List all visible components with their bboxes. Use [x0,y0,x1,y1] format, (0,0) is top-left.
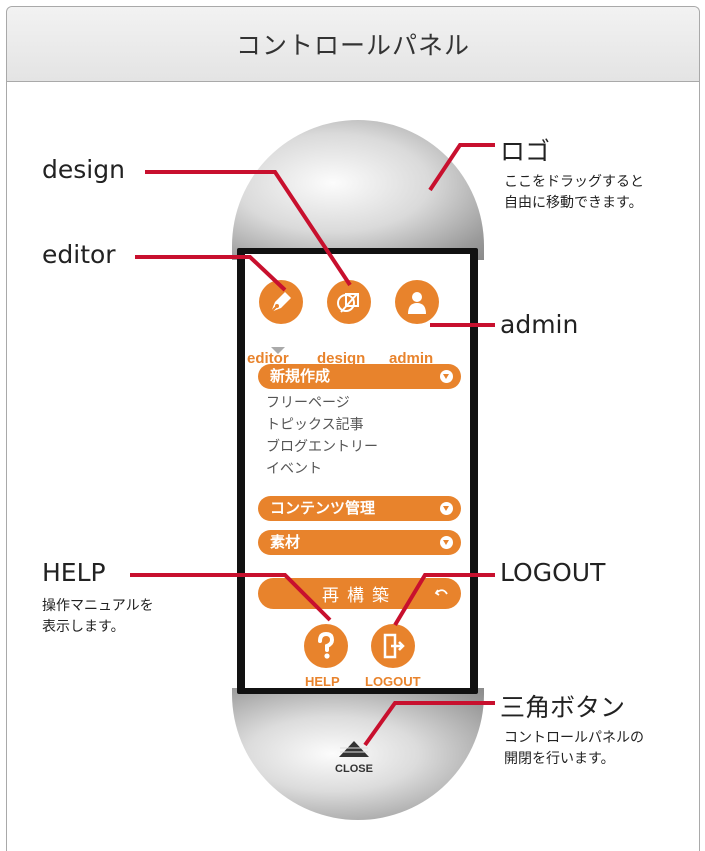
figure-title: コントロールパネル [7,7,699,82]
logo-annotation-desc-2: 自由に移動できます。 [504,195,643,211]
logout-button[interactable] [371,624,415,668]
control-panel-body: editor design admin 新規作成 フリーページ トピックス記事 … [245,254,470,688]
undo-icon [434,589,448,596]
help-annotation-desc-2: 表示します。 [42,619,125,635]
logout-door-icon [383,633,405,659]
editor-annotation-title: editor [42,240,116,269]
help-annotation-desc-1: 操作マニュアルを [42,598,154,614]
admin-label: admin [389,350,434,367]
menu-new-create-label: 新規作成 [270,367,331,385]
admin-button[interactable] [395,280,439,324]
triangle-annotation-desc-2: 開閉を行います。 [504,751,615,767]
design-label: design [317,350,366,367]
menu-content-management[interactable]: コンテンツ管理 [258,496,461,521]
design-annotation-title: design [42,155,125,184]
editor-selected-indicator-icon [271,347,285,354]
menu-item-event[interactable]: イベント [266,461,322,477]
admin-annotation-title: admin [500,310,579,339]
rebuild-button[interactable]: 再構築 [258,578,461,609]
editor-button[interactable] [259,280,303,324]
user-icon [408,292,426,314]
triangle-up-icon [339,741,369,757]
close-label: CLOSE [335,763,373,775]
chevron-down-icon[interactable] [440,502,453,515]
menu-item-topics[interactable]: トピックス記事 [266,417,364,433]
triangle-annotation-title: 三角ボタン [500,693,626,722]
triangle-annotation-desc-1: コントロールパネルの [504,730,644,746]
design-button[interactable] [327,280,371,324]
editor-label: editor [247,350,289,367]
chevron-down-icon[interactable] [440,536,453,549]
menu-materials[interactable]: 素材 [258,530,461,555]
design-icon [337,293,359,313]
menu-item-free-page[interactable]: フリーページ [266,395,350,411]
control-panel: editor design admin 新規作成 フリーページ トピックス記事 … [237,248,478,694]
help-label: HELP [305,674,340,688]
question-icon [318,631,335,659]
help-button[interactable] [304,624,348,668]
menu-materials-label: 素材 [270,533,301,551]
logout-annotation-title: LOGOUT [500,558,606,587]
menu-new-create[interactable]: 新規作成 [258,364,461,389]
menu-content-management-label: コンテンツ管理 [270,499,376,517]
close-toggle-button[interactable]: CLOSE [332,740,376,775]
logo-annotation-desc-1: ここをドラッグすると [504,174,644,190]
rebuild-label: 再構築 [322,586,397,606]
menu-item-blog-entry[interactable]: ブログエントリー [266,439,378,455]
pen-icon [270,292,291,313]
logo-annotation-title: ロゴ [500,137,551,166]
chevron-down-icon[interactable] [440,370,453,383]
help-annotation-title: HELP [42,558,106,587]
logout-label: LOGOUT [365,674,421,688]
